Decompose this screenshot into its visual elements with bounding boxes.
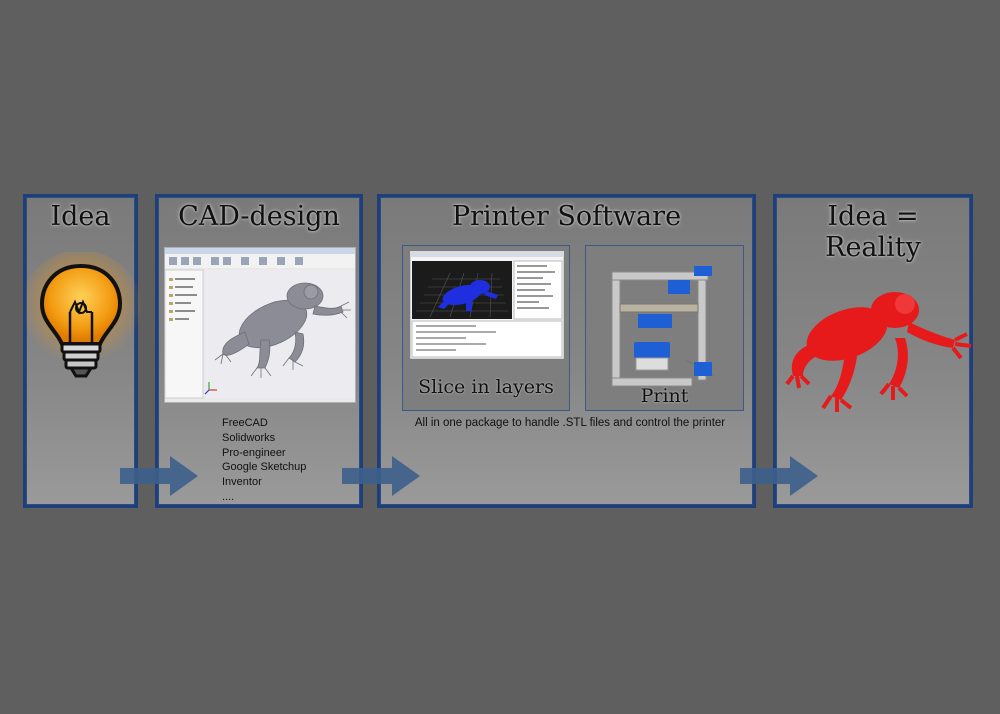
arrow-right-icon <box>740 456 818 496</box>
list-item: Pro-engineer <box>222 446 286 459</box>
idea-panel: Idea <box>23 194 141 508</box>
print-caption: Print <box>640 385 689 407</box>
cad-panel: CAD-design <box>155 194 363 508</box>
frog-model <box>438 280 498 311</box>
reality-title: Idea = Reality <box>825 201 921 263</box>
lightbulb-icon <box>26 252 141 378</box>
print-box: Print <box>585 245 744 411</box>
list-item: Solidworks <box>222 431 276 444</box>
frog-model <box>214 282 351 378</box>
software-panel: Printer Software <box>377 194 756 508</box>
cad-screenshot <box>164 247 356 403</box>
idea-title: Idea <box>50 201 111 232</box>
cad-title: CAD-design <box>178 201 340 232</box>
printer-image <box>611 266 715 387</box>
list-item: Inventor <box>222 476 262 489</box>
arrow-right-icon <box>120 456 198 496</box>
list-item: Google Sketchup <box>222 461 307 474</box>
slicer-screenshot <box>410 251 564 359</box>
cad-software-list: FreeCAD Solidworks Pro-engineer Google S… <box>222 416 306 505</box>
arrow-right-icon <box>342 456 420 496</box>
slice-box: Slice in layers <box>402 245 570 411</box>
list-item: .... <box>222 490 235 503</box>
list-item: FreeCAD <box>222 417 268 429</box>
software-title: Printer Software <box>451 201 682 232</box>
slice-caption: Slice in layers <box>418 376 554 398</box>
software-note: All in one package to handle .STL files … <box>414 417 726 429</box>
frog-model <box>785 292 972 412</box>
